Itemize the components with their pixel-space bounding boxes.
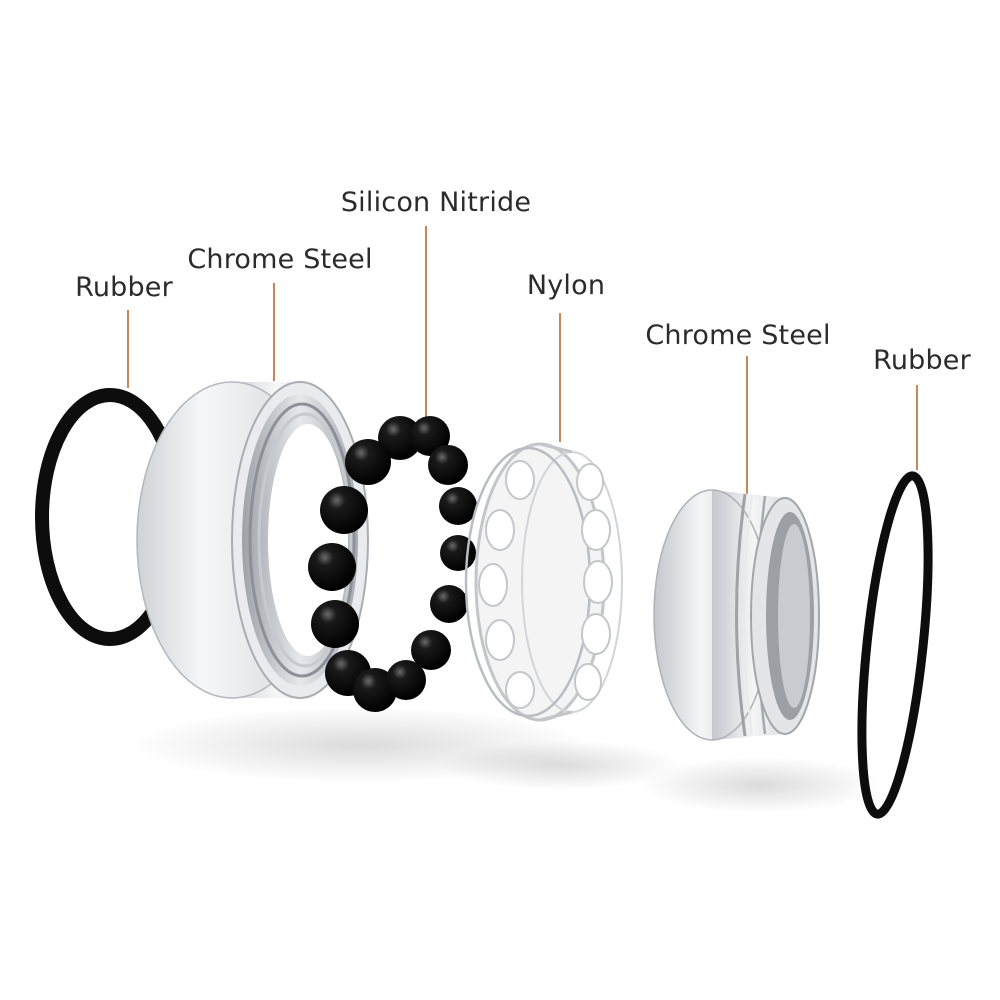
ball-4 [428, 445, 468, 485]
ball-5 [320, 486, 368, 534]
ceramic-balls [308, 416, 477, 712]
ball-12 [411, 630, 451, 670]
label-rubber-right: Rubber [873, 345, 971, 376]
label-nylon: Nylon [526, 270, 606, 301]
label-chrome-steel-outer: Chrome Steel [187, 244, 373, 275]
label-rubber-left: Rubber [75, 272, 173, 303]
nylon-cage [464, 442, 623, 722]
ball-3 [345, 439, 391, 485]
ball-2 [410, 416, 450, 456]
ball-6 [439, 487, 477, 525]
ball-9 [311, 600, 359, 648]
ball-10 [430, 585, 468, 623]
inner-ring [653, 489, 820, 741]
leader-lines [127, 226, 918, 498]
ball-1 [378, 416, 422, 460]
ball-8 [440, 535, 476, 571]
shadow-inner-ring [640, 757, 880, 813]
outer-ring [136, 381, 369, 699]
label-chrome-steel-inner: Chrome Steel [645, 320, 831, 351]
label-silicon-nitride: Silicon Nitride [340, 187, 532, 218]
shadow-cage [440, 740, 680, 790]
ball-14 [386, 660, 426, 700]
ball-13 [353, 668, 397, 712]
rubber-seal-right [857, 471, 933, 819]
ball-7 [308, 543, 356, 591]
